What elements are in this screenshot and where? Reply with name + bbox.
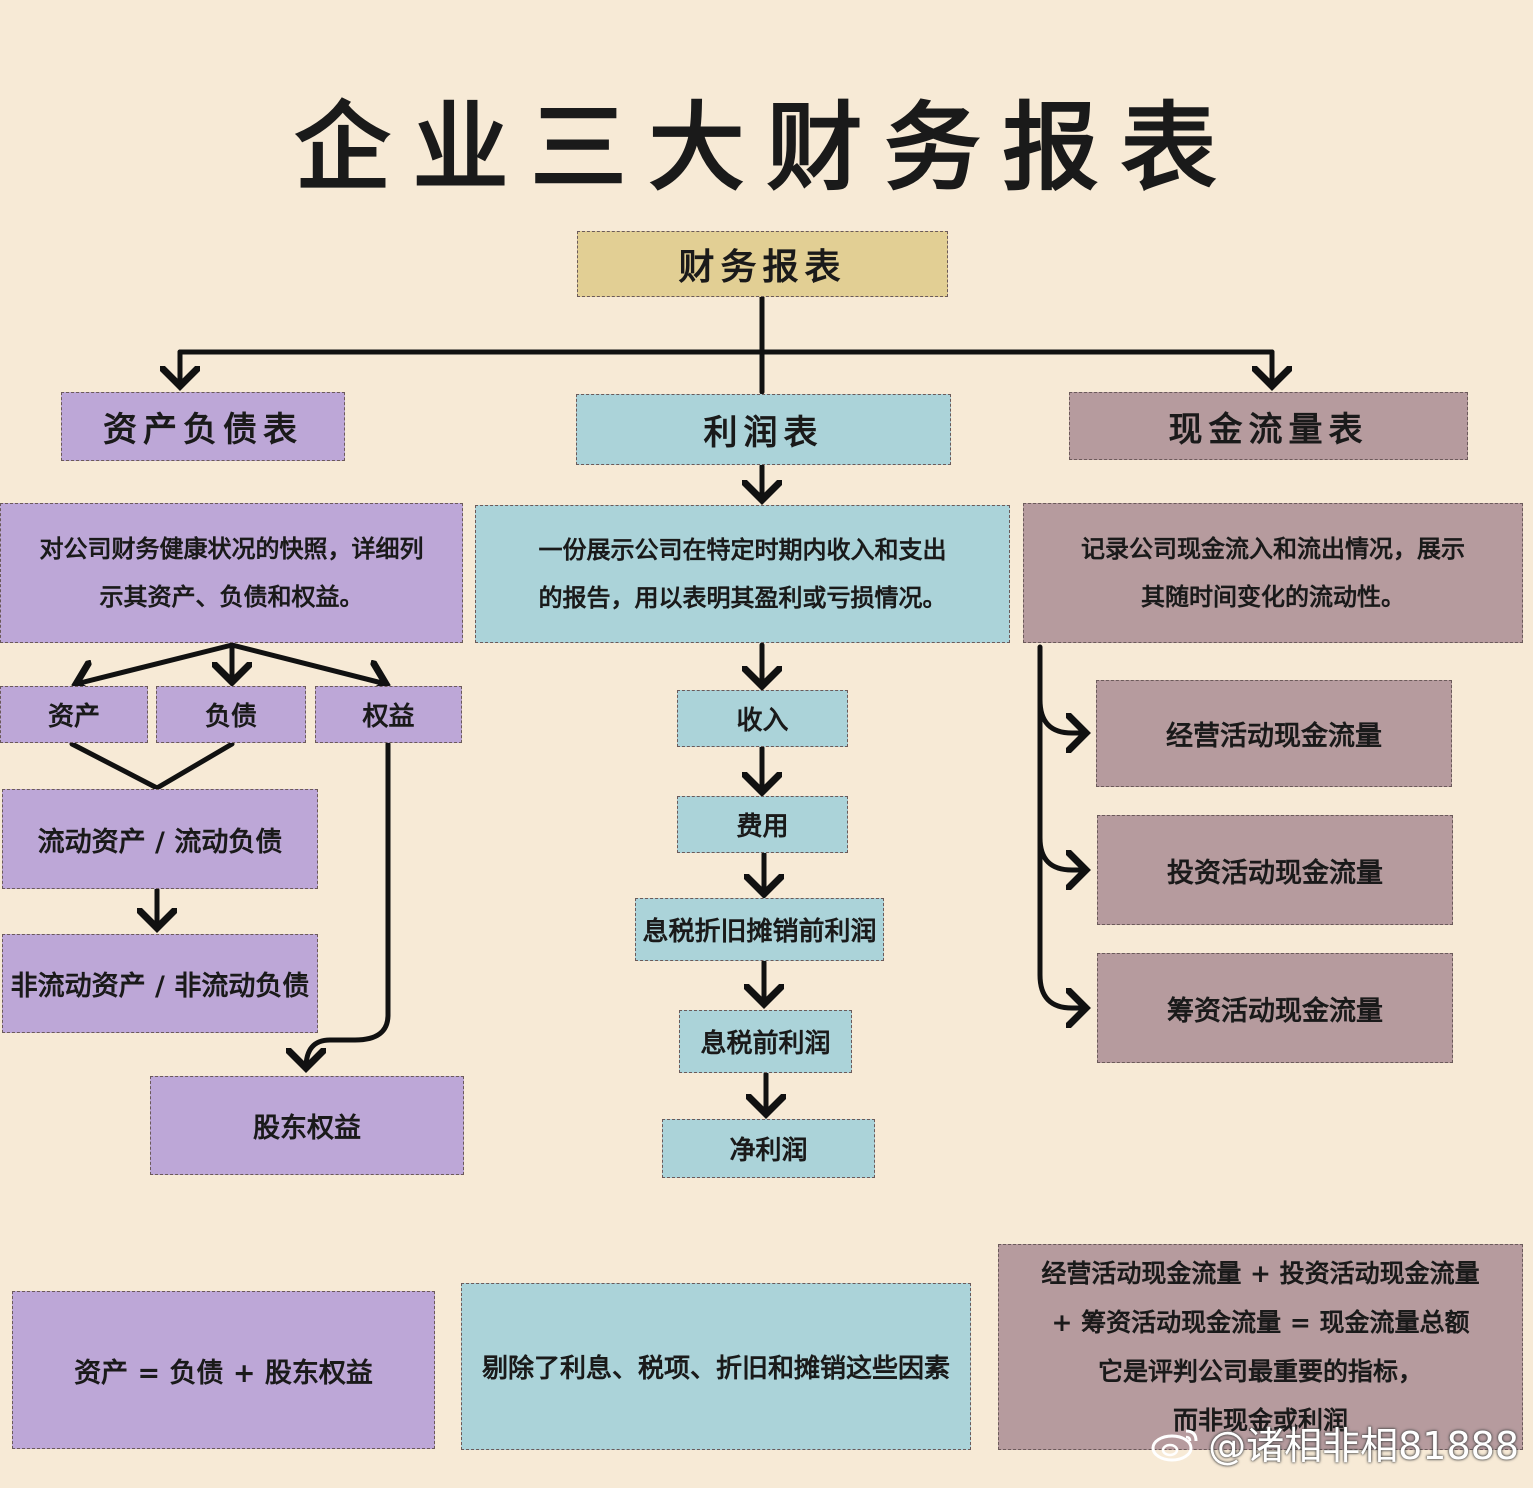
cash-flow-note: 经营活动现金流量 + 投资活动现金流量 + 筹资活动现金流量 = 现金流量总额 … (998, 1244, 1523, 1450)
balance-sheet-desc-line1: 对公司财务健康状况的快照，详细列 (39, 535, 424, 563)
revenue-node: 收入 (677, 690, 848, 747)
assets-node: 资产 (0, 686, 148, 743)
cash-flow-note-line4: 而非现金或利润 (1172, 1406, 1348, 1435)
operating-cash-flow-node: 经营活动现金流量 (1096, 680, 1452, 787)
cash-flow-note-line1: 经营活动现金流量 + 投资活动现金流量 (1041, 1259, 1480, 1288)
liabilities-node: 负债 (156, 686, 306, 743)
page-title: 企业三大财务报表 (294, 92, 1239, 204)
noncurrent-assets-liabilities-node: 非流动资产 / 非流动负债 (2, 934, 318, 1033)
income-statement-desc-line2: 的报告，用以表明其盈利或亏损情况。 (538, 584, 947, 612)
cash-flow-desc-line2: 其随时间变化的流动性。 (1141, 583, 1405, 611)
cash-flow-note-line3: 它是评判公司最重要的指标， (1097, 1357, 1423, 1386)
expenses-node: 费用 (677, 796, 848, 853)
investing-cash-flow-node: 投资活动现金流量 (1097, 815, 1453, 925)
income-statement-note: 剔除了利息、税项、折旧和摊销这些因素 (461, 1283, 971, 1450)
balance-sheet-desc-line2: 示其资产、负债和权益。 (99, 583, 364, 611)
ebit-node: 息税前利润 (679, 1010, 852, 1073)
root-node: 财务报表 (577, 231, 948, 297)
cash-flow-description: 记录公司现金流入和流出情况，展示 其随时间变化的流动性。 (1023, 503, 1523, 643)
income-statement-header: 利润表 (576, 394, 951, 465)
current-assets-liabilities-node: 流动资产 / 流动负债 (2, 789, 318, 889)
ebitda-node: 息税折旧摊销前利润 (635, 898, 884, 961)
weibo-logo-icon (1151, 1429, 1198, 1461)
cash-flow-note-line2: + 筹资活动现金流量 = 现金流量总额 (1051, 1308, 1470, 1337)
balance-sheet-formula: 资产 = 负债 + 股东权益 (12, 1291, 435, 1449)
net-income-node: 净利润 (662, 1119, 875, 1178)
equity-node: 权益 (315, 686, 462, 743)
cash-flow-desc-line1: 记录公司现金流入和流出情况，展示 (1081, 535, 1465, 563)
balance-sheet-header: 资产负债表 (61, 392, 345, 461)
income-statement-description: 一份展示公司在特定时期内收入和支出 的报告，用以表明其盈利或亏损情况。 (475, 505, 1010, 643)
income-statement-desc-line1: 一份展示公司在特定时期内收入和支出 (538, 536, 947, 564)
cash-flow-header: 现金流量表 (1069, 392, 1468, 460)
watermark: @诸相非相81888 (1150, 1415, 1519, 1470)
watermark-text: @诸相非相81888 (1208, 1424, 1519, 1468)
balance-sheet-description: 对公司财务健康状况的快照，详细列 示其资产、负债和权益。 (0, 503, 463, 643)
financing-cash-flow-node: 筹资活动现金流量 (1097, 953, 1453, 1063)
shareholder-equity-node: 股东权益 (150, 1076, 464, 1175)
